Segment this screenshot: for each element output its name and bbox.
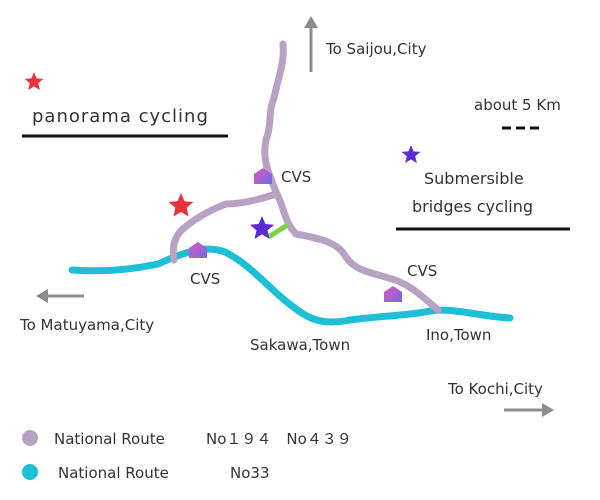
route-194-439-line <box>261 40 442 314</box>
legend-route-194-439-name: National Route <box>54 430 165 448</box>
legend-route-194-439-swatch <box>22 430 38 446</box>
route-33-line <box>68 245 514 326</box>
submersible-point-star-icon <box>249 216 275 239</box>
legend-route-33-swatch <box>22 464 38 480</box>
east-destination-label: To Kochi,City <box>447 380 543 398</box>
ino-town-label: Ino,Town <box>426 326 491 344</box>
legend-route-33-name: National Route <box>58 464 169 482</box>
sakawa-town-label: Sakawa,Town <box>250 336 350 354</box>
submersible-course-label-line1: Submersible <box>424 169 524 188</box>
west-arrow-icon <box>36 289 84 303</box>
panorama-point-star-icon <box>168 193 194 217</box>
scale-label: about 5 Km <box>474 96 561 114</box>
legend-route-194-439-numbers: No１９４ No４３９ <box>206 430 352 448</box>
cvs-west-convenience-store-icon <box>189 242 207 258</box>
cvs-east-label: CVS <box>407 262 437 280</box>
panorama-course-label: panorama cycling <box>32 106 209 127</box>
legend-route-33-numbers: No33 <box>230 464 270 482</box>
submersible-course-label-line2: bridges cycling <box>412 197 533 216</box>
cvs-north-label: CVS <box>281 168 311 186</box>
submersible-star-icon <box>401 145 421 164</box>
east-arrow-icon <box>504 403 554 417</box>
west-destination-label: To Matuyama,City <box>19 316 154 334</box>
cvs-west-label: CVS <box>190 270 220 288</box>
route-194-439-branch <box>169 190 280 264</box>
panorama-star-icon <box>24 72 44 91</box>
submersible-bridge <box>267 223 289 239</box>
cvs-north-convenience-store-icon <box>254 168 272 184</box>
north-destination-label: To Saijou,City <box>325 40 427 58</box>
cvs-east-convenience-store-icon <box>384 286 402 302</box>
north-arrow-icon <box>304 16 318 72</box>
